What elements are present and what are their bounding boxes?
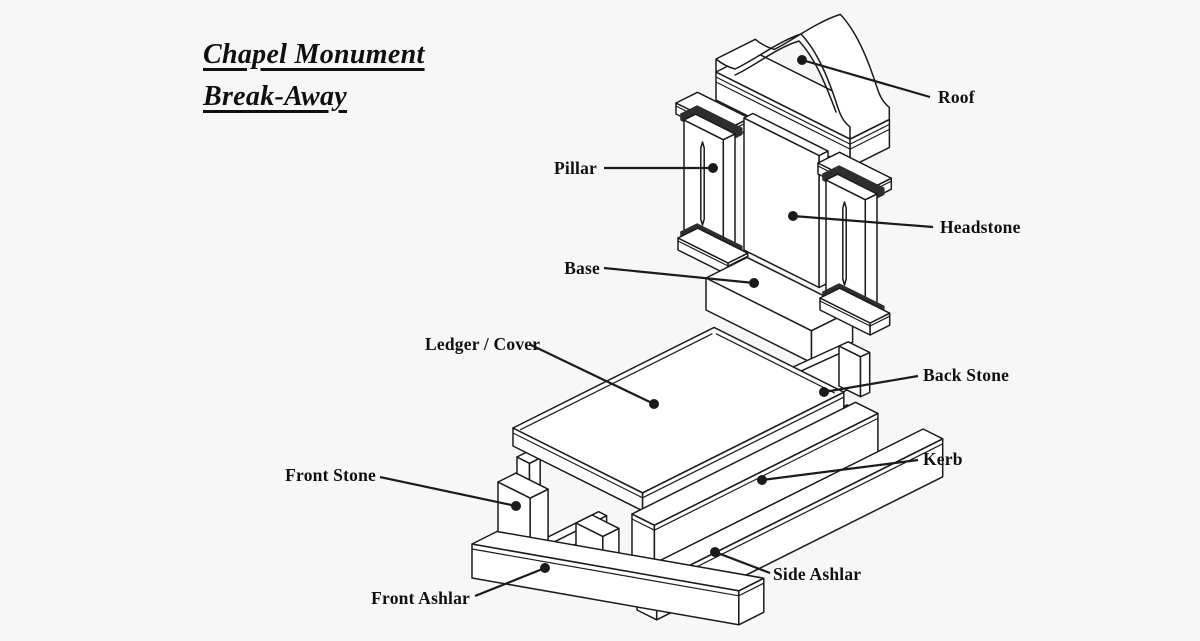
back-stone-marker-dot [819,387,829,397]
roof-leader-line [801,58,931,99]
pillar-right-flute [842,201,847,286]
ledger-cover-marker-dot [649,399,659,409]
ledger-cover-leader-line [530,344,655,405]
ledger-cover-molding-line-1 [512,396,845,499]
pillar-right-base [819,287,891,336]
headstone-face-top [743,112,829,157]
roof-hump [715,13,891,140]
pillar-marker-dot [708,163,718,173]
kerb-face-top [631,401,879,526]
label-pillar: Pillar [554,158,597,178]
label-headstone: Headstone [940,217,1021,237]
leader-lines [379,55,934,598]
label-roof: Roof [938,87,975,107]
label-front-stone: Front Stone [285,465,376,485]
base [705,256,854,364]
base-leader-line [603,266,755,285]
title-line-2: Break-Away [203,81,348,112]
back-stone-return-face-top [838,341,871,358]
front-stone-leader-line [379,475,517,508]
front-ashlar-marker-dot [540,563,550,573]
kerb-marker-dot [757,475,767,485]
ledger-cover-top-inset-line-2 [715,333,836,394]
label-kerb: Kerb [923,449,963,469]
kerb [631,401,879,568]
ledger-cover [512,326,845,512]
back-stone-return [838,341,871,398]
roof-marker-dot [797,55,807,65]
pillar-left-base-face-top [677,227,749,264]
pillar-left-shaft-face-top [683,113,736,141]
pillar-right-shaft-face-top [825,173,878,201]
front-stone-marker-dot [511,501,521,511]
back-stone-return-face-right [859,351,871,398]
pillar-left-base-molding-line-1 [677,240,748,267]
label-back-stone: Back Stone [923,365,1010,385]
front-stone-face-top [497,472,549,499]
front-ashlar-leader-line [474,566,546,598]
ledger-cover-face-top [512,326,845,494]
label-ledger-cover: Ledger / Cover [425,334,541,354]
kerb-molding-line-1 [631,417,879,531]
label-front-ashlar: Front Ashlar [371,588,470,608]
kerb-leader-line [761,458,919,482]
pillar-left-shaft-face-right [722,133,736,253]
ledger-cover-top-inset-line-1 [519,333,713,431]
side-ashlar-marker-dot [710,547,720,557]
roof-hump-molding-line [734,40,837,113]
front-stone-2-face-top [575,514,620,538]
back-stone-leader-line [823,374,919,394]
monument-parts [471,51,944,626]
front-ashlar [471,530,765,626]
diagram-title: Chapel Monument Break-Away [203,34,425,118]
pillar-right-base-face-top [819,287,891,324]
label-side-ashlar: Side Ashlar [773,564,862,584]
label-base: Base [564,258,600,278]
pillar-right-shaft-face-right [864,193,878,313]
roof-slab-molding-line-1 [715,76,890,145]
pillar-right-base-molding-line-1 [819,300,890,327]
diagram-details [700,13,891,286]
headstone-marker-dot [788,211,798,221]
pillar-left-flute [700,141,705,226]
base-marker-dot [749,278,759,288]
headstone-leader-line [792,214,934,229]
side-ashlar-leader-line [714,550,771,575]
title-line-1: Chapel Monument [203,39,425,70]
front-ashlar-molding-line-1 [471,548,765,597]
roof-slab-molding-line-2 [715,81,890,150]
front-ashlar-face-top [471,530,765,592]
